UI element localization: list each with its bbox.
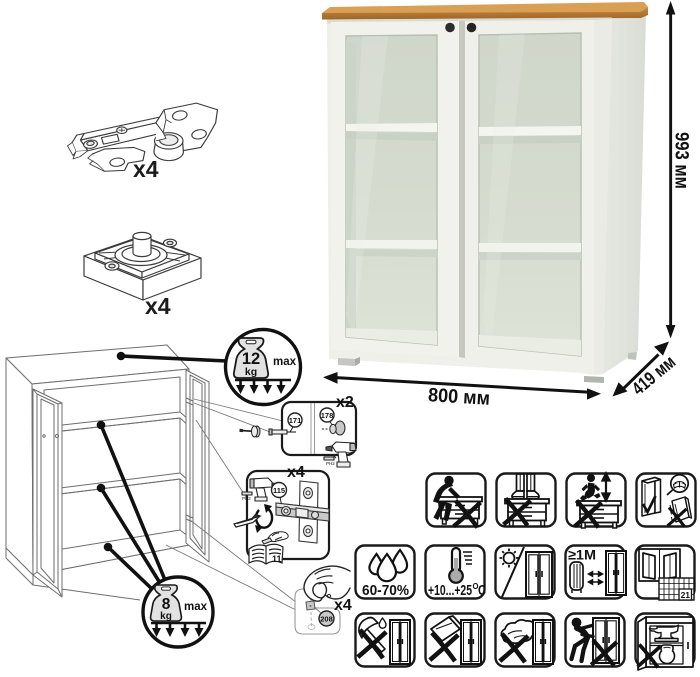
svg-text:12: 12 [242,350,260,368]
svg-text:178: 178 [321,411,334,420]
svg-text:800 мм: 800 мм [427,384,490,410]
svg-text:21: 21 [681,590,691,600]
svg-text:PH2: PH2 [242,496,251,501]
svg-text:993 мм: 993 мм [671,132,693,189]
svg-text:max: max [184,601,208,613]
svg-text:208: 208 [320,615,333,624]
svg-text:max: max [273,356,297,368]
svg-text:x4: x4 [334,597,352,614]
svg-text:11: 11 [272,554,282,564]
svg-text:8: 8 [162,596,171,613]
svg-text:+10...+25: +10...+25 [428,583,472,599]
svg-text:x4: x4 [145,293,171,319]
svg-text:O: O [473,581,479,591]
svg-text:171: 171 [289,416,302,425]
svg-text:x4: x4 [133,156,159,182]
svg-text:x2: x2 [336,394,354,411]
svg-text:x4: x4 [287,464,305,481]
svg-text:≥1M: ≥1M [568,547,596,563]
svg-text:C: C [478,583,486,599]
svg-text:60-70%: 60-70% [362,582,409,599]
svg-text:115: 115 [273,486,285,495]
svg-text:PH2: PH2 [326,461,335,466]
svg-text:kg: kg [245,366,257,378]
svg-text:kg: kg [160,611,172,622]
